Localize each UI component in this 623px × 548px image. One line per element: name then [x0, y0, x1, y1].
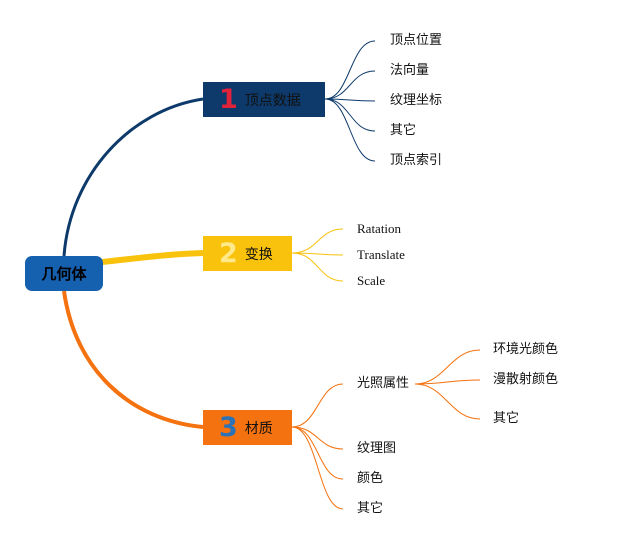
branch-number-badge: 2	[219, 238, 238, 269]
edge-b3-child-3	[291, 426, 344, 480]
edge-b3-child-1	[291, 383, 344, 428]
branch-label: 顶点数据	[244, 92, 301, 109]
branch-label: 变换	[244, 246, 273, 263]
leaf-node[interactable]: 其它	[493, 411, 520, 426]
edge-b1-leaf-1	[324, 40, 376, 100]
root-node[interactable]: 几何体	[25, 256, 103, 291]
edge-b1-leaf-3	[324, 98, 376, 102]
leaf-node[interactable]: 纹理坐标	[390, 93, 443, 108]
branch-number-badge: 3	[219, 412, 238, 443]
leaf-node[interactable]: 顶点位置	[390, 33, 443, 48]
edge-b2-leaf-3	[291, 252, 344, 282]
edge-root-to-branch-3	[62, 290, 204, 429]
edge-b1-leaf-4	[324, 98, 376, 132]
leaf-node[interactable]: Ratation	[357, 221, 402, 236]
leaf-node[interactable]: 环境光颜色	[493, 342, 559, 357]
edge-b3-child-4	[291, 426, 344, 510]
edge-lighting-leaf-2	[414, 379, 481, 385]
edge-root-to-branch-1	[62, 97, 204, 257]
leaf-node[interactable]: 其它	[390, 123, 417, 138]
edge-lighting-leaf-1	[414, 349, 481, 385]
edge-b1-leaf-2	[324, 70, 376, 100]
edge-b3-child-2	[291, 426, 344, 450]
leaf-node[interactable]: Translate	[357, 247, 405, 262]
edge-lighting-leaf-3	[414, 383, 481, 420]
branch-node-vertex-data[interactable]: 1 顶点数据	[203, 82, 325, 117]
leaf-node[interactable]: 其它	[357, 501, 384, 516]
root-label: 几何体	[41, 265, 87, 283]
leaf-node[interactable]: 漫散射颜色	[493, 372, 559, 387]
leaf-node[interactable]: 顶点索引	[390, 153, 443, 168]
leaf-node[interactable]: 纹理图	[357, 441, 397, 456]
leaf-node[interactable]: Scale	[357, 273, 386, 288]
branch-node-material[interactable]: 3 材质	[203, 410, 292, 445]
branch-number-badge: 1	[219, 84, 238, 115]
edge-root-to-branch-2	[101, 250, 204, 265]
leaf-node-lighting[interactable]: 光照属性	[357, 376, 410, 391]
leaf-node[interactable]: 颜色	[357, 471, 384, 486]
branch-label: 材质	[244, 420, 273, 437]
branch-node-transform[interactable]: 2 变换	[203, 236, 292, 271]
edge-b2-leaf-1	[291, 228, 344, 254]
leaf-node[interactable]: 法向量	[390, 63, 430, 78]
edge-b1-leaf-5	[324, 98, 376, 162]
